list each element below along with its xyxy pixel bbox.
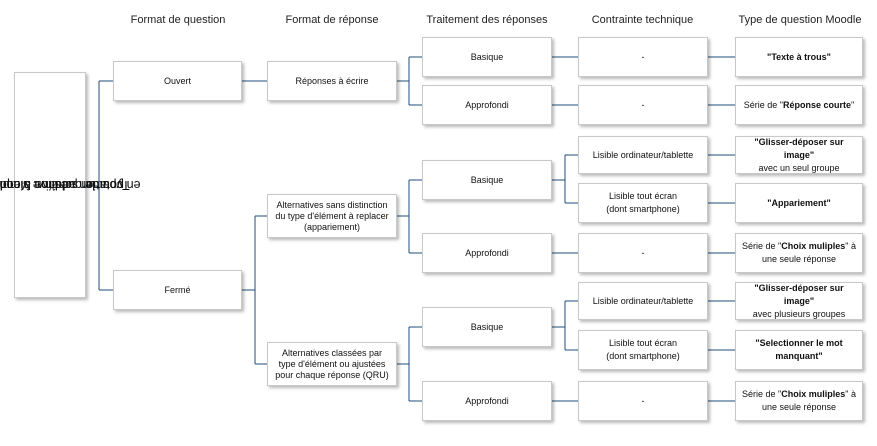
treatment-basique-1: Basique — [422, 37, 552, 77]
type-label: Choix muliples — [781, 241, 846, 251]
reponse-ecrire-label: Réponses à écrire — [295, 75, 369, 86]
constraint-7-line-2: (dont smartphone) — [606, 351, 680, 361]
type-prefix: Série de " — [742, 241, 782, 251]
type-detail: avec plusieurs groupes — [752, 308, 846, 319]
constraint-8: - — [578, 381, 708, 421]
treatment-label: Approfondi — [465, 247, 509, 258]
constraint-7-line-1: Lisible tout écran — [608, 338, 678, 348]
type-appariement: "Appariement" — [735, 183, 863, 223]
type-label-line-1: "Selectionner le mot — [755, 338, 843, 348]
type-prefix: Série de " — [742, 389, 782, 399]
header-format-reponse: Format de réponse — [285, 14, 379, 26]
type-label: "Glisser-déposer sur image" — [754, 282, 844, 306]
type-prefix: Série de " — [743, 99, 783, 110]
treatment-label: Basique — [470, 174, 504, 185]
constraint-label: Lisible ordinateur/tablette — [592, 149, 694, 160]
constraint-4-line-2: (dont smartphone) — [606, 204, 680, 214]
root-title: Type de question Moodle à choisir pour u… — [0, 72, 141, 298]
constraint-3: Lisible ordinateur/tablette — [578, 136, 708, 174]
treatment-basique-3: Basique — [422, 307, 552, 347]
constraint-label: - — [641, 247, 645, 258]
treatment-approfondi-2: Approfondi — [422, 233, 552, 273]
alt2-line-1: Alternatives classées par — [281, 347, 383, 358]
type-choix-multiples-2: Série de "Choix muliples" à une seule ré… — [735, 381, 863, 421]
format-ferme-label: Fermé — [164, 284, 191, 295]
alternatives-qru-box: Alternatives classées par type d'élément… — [267, 342, 397, 386]
treatment-basique-2: Basique — [422, 160, 552, 200]
constraint-label: - — [641, 99, 645, 110]
reponse-ecrire-box: Réponses à écrire — [267, 61, 397, 101]
constraint-4-line-1: Lisible tout écran — [608, 191, 678, 201]
header-type-moodle: Type de question Moodle — [738, 14, 862, 26]
type-label: Choix muliples — [781, 389, 846, 399]
constraint-label: - — [641, 395, 645, 406]
treatment-label: Basique — [470, 51, 504, 62]
type-detail: une seule réponse — [761, 402, 837, 412]
type-glisser-deposer-plusieurs-groupes: "Glisser-déposer sur image" avec plusieu… — [735, 282, 863, 320]
format-ouvert-box: Ouvert — [113, 61, 242, 101]
treatment-approfondi-1: Approfondi — [422, 85, 552, 125]
root-box — [14, 72, 86, 298]
header-contrainte: Contrainte technique — [591, 14, 694, 26]
constraint-label: Lisible ordinateur/tablette — [592, 295, 694, 306]
format-ferme-box: Fermé — [113, 270, 242, 310]
header-traitement: Traitement des réponses — [426, 14, 548, 26]
type-suffix: " à — [845, 389, 856, 399]
type-detail: avec un seul groupe — [758, 162, 840, 173]
treatment-label: Basique — [470, 321, 504, 332]
type-texte-a-trous: "Texte à trous" — [735, 37, 863, 77]
type-suffix: " — [851, 99, 855, 110]
header-format-question: Format de question — [130, 14, 226, 26]
constraint-5: - — [578, 233, 708, 273]
format-ouvert-label: Ouvert — [163, 75, 191, 86]
alt2-line-3: pour chaque réponse (QRU) — [275, 369, 389, 380]
type-detail: une seule réponse — [761, 254, 837, 264]
constraint-1: - — [578, 37, 708, 77]
treatment-approfondi-3: Approfondi — [422, 381, 552, 421]
type-reponse-courte: Série de "Réponse courte" — [735, 85, 863, 125]
type-glisser-deposer-un-groupe: "Glisser-déposer sur image" avec un seul… — [735, 136, 863, 174]
type-suffix: " à — [845, 241, 856, 251]
constraint-6: Lisible ordinateur/tablette — [578, 282, 708, 320]
type-label: "Appariement" — [767, 197, 831, 208]
type-selectionner-mot-manquant: "Selectionner le mot manquant" — [735, 330, 863, 370]
type-label: Réponse courte — [783, 99, 852, 110]
alt1-line-3: (appariement) — [303, 221, 360, 232]
alt1-line-1: Alternatives sans distinction — [276, 199, 388, 210]
constraint-label: - — [641, 51, 645, 62]
root-line-3: en cotation additive simple — [0, 178, 141, 192]
type-label-line-2: manquant" — [775, 351, 823, 361]
treatment-label: Approfondi — [465, 395, 509, 406]
treatment-label: Approfondi — [465, 99, 509, 110]
type-choix-multiples-1: Série de "Choix muliples" à une seule ré… — [735, 233, 863, 273]
type-label: "Texte à trous" — [767, 51, 831, 62]
type-label: "Glisser-déposer sur image" — [754, 136, 844, 160]
constraint-7: Lisible tout écran (dont smartphone) — [578, 330, 708, 370]
alt1-line-2: du type d'élément à replacer — [275, 210, 389, 221]
alternatives-appariement-box: Alternatives sans distinction du type d'… — [267, 194, 397, 238]
constraint-2: - — [578, 85, 708, 125]
constraint-4: Lisible tout écran (dont smartphone) — [578, 183, 708, 223]
alt2-line-2: type d'élément ou ajustées — [278, 358, 386, 369]
